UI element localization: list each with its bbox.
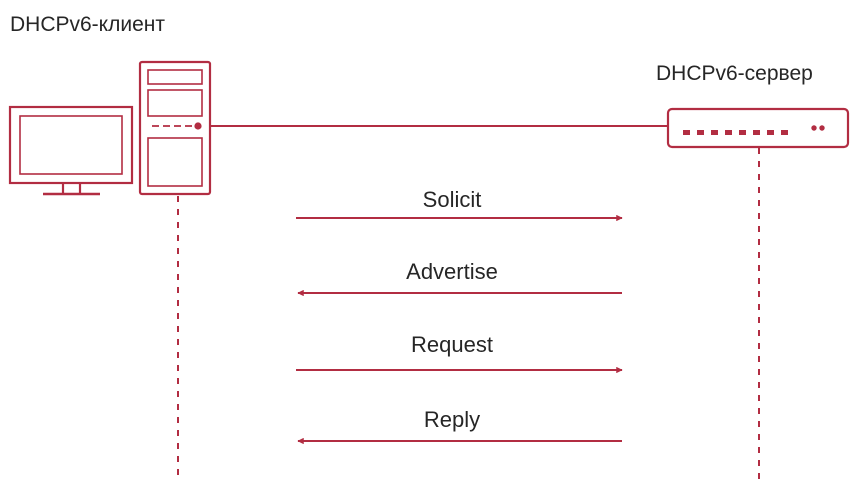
monitor-icon — [8, 105, 134, 196]
client-label: DHCPv6-клиент — [10, 13, 165, 36]
server-label: DHCPv6-сервер — [656, 62, 813, 85]
message-label-reply: Reply — [424, 407, 480, 432]
message-label-advertise: Advertise — [406, 259, 498, 284]
message-label-solicit: Solicit — [423, 187, 482, 212]
message-label-request: Request — [411, 332, 493, 357]
network-switch-icon — [666, 107, 850, 149]
server-tower-icon — [138, 60, 212, 196]
